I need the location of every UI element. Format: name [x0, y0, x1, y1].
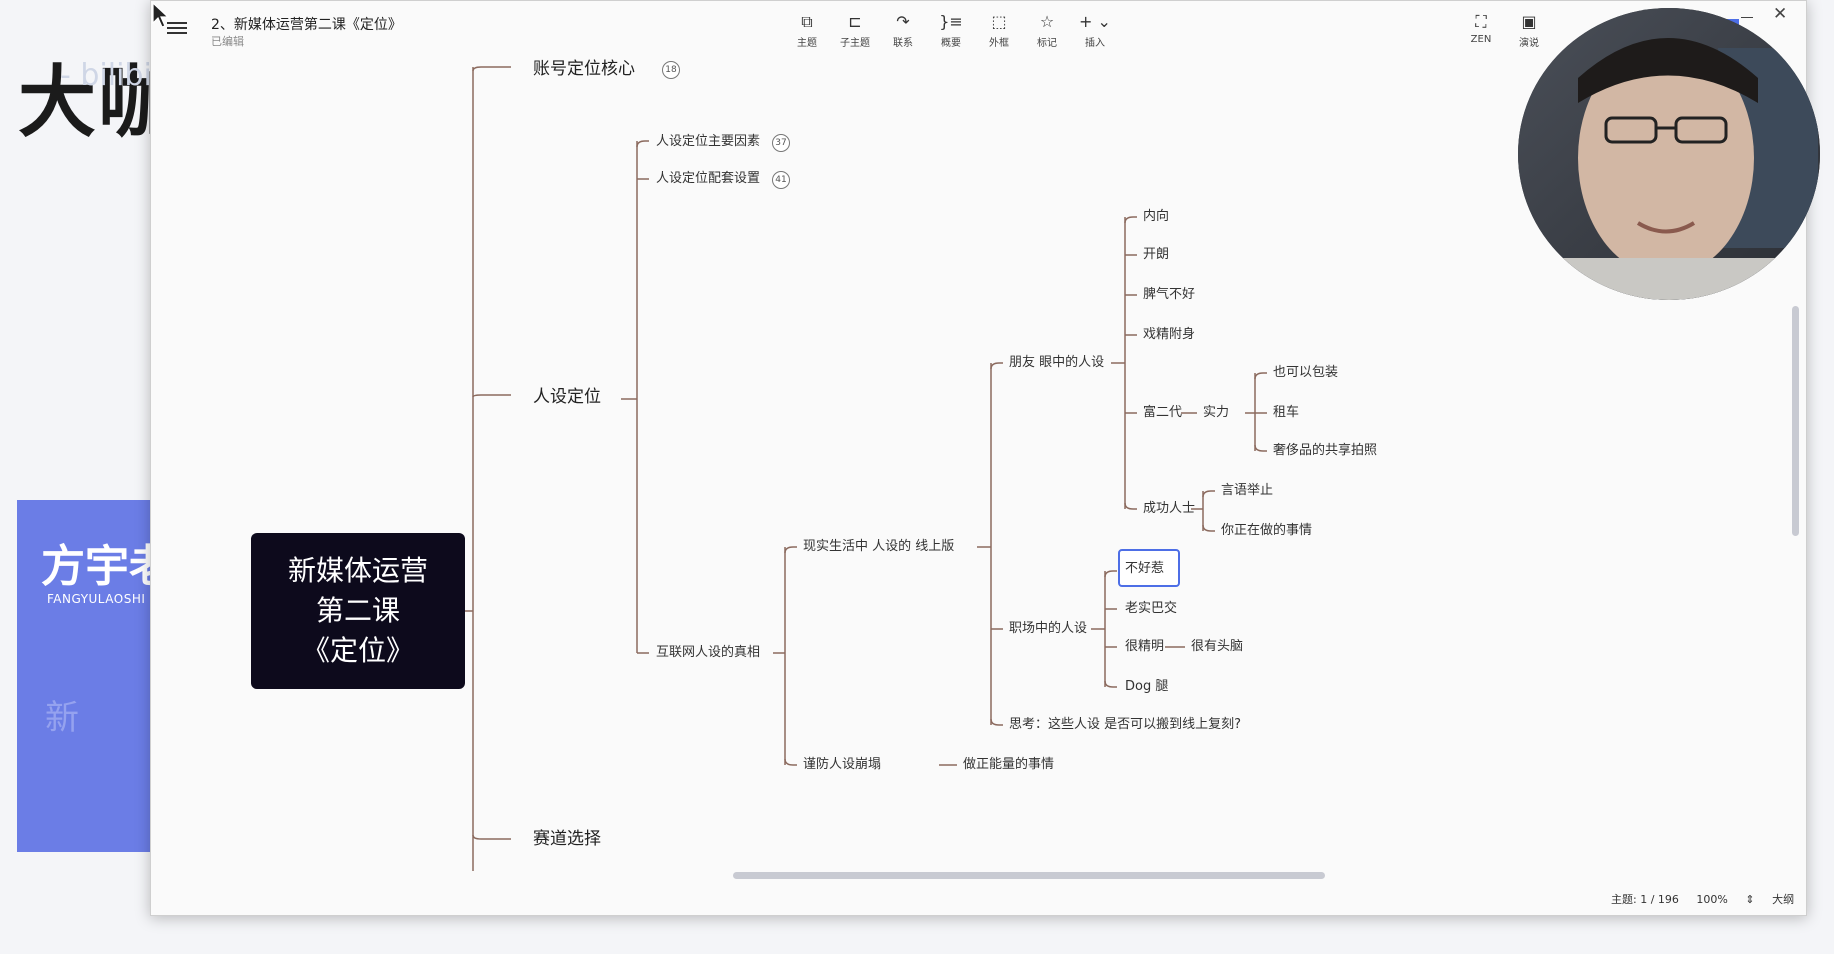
pitch-button[interactable]: ▣ 演说 — [1505, 11, 1553, 49]
zoom-level[interactable]: 100% — [1696, 893, 1728, 906]
star-icon: ☆ — [1039, 12, 1055, 31]
topic-drama[interactable]: 戏精附身 — [1143, 327, 1196, 342]
outline-button[interactable]: 大纲 — [1772, 893, 1795, 906]
topic-smart[interactable]: 很精明 — [1125, 639, 1165, 654]
vertical-scrollbar[interactable] — [1792, 306, 1799, 536]
topic-rent-car[interactable]: 租车 — [1273, 405, 1300, 420]
marker-button-label: 标记 — [1037, 38, 1057, 49]
boundary-button[interactable]: ⬚ 外框 — [975, 11, 1023, 49]
document-status: 已编辑 — [211, 35, 244, 48]
topic-count: 主题: 1 / 196 — [1611, 893, 1679, 906]
subtopic-button[interactable]: ⊏ 子主题 — [831, 11, 879, 49]
summary-button-label: 概要 — [941, 38, 961, 49]
background-card: 方宇老 FANGYULAOSHI 新 — [17, 500, 173, 852]
topic-icon: ⧉ — [801, 12, 813, 31]
pitch-button-label: 演说 — [1519, 38, 1539, 49]
topic-button-label: 主题 — [797, 38, 817, 49]
topic-honest[interactable]: 老实巴交 — [1125, 601, 1178, 616]
hamburger-menu-icon[interactable] — [167, 19, 187, 37]
topic-can-package[interactable]: 也可以包装 — [1273, 365, 1339, 380]
topic-workplace[interactable]: 职场中的人设 — [1009, 621, 1088, 636]
topic-luxury-share[interactable]: 奢侈品的共享拍照 — [1273, 443, 1378, 458]
root-topic-line1: 新媒体运营 — [287, 554, 428, 587]
topic-cheerful[interactable]: 开朗 — [1143, 247, 1170, 262]
topic-positive[interactable]: 做正能量的事情 — [963, 757, 1055, 772]
root-topic-line2: 第二课 — [315, 594, 400, 627]
topic-button[interactable]: ⧉ 主题 — [783, 11, 831, 49]
collapsed-count-badge[interactable]: 37 — [772, 134, 790, 152]
collapsed-count-badge[interactable]: 18 — [662, 61, 680, 79]
insert-button[interactable]: + ⌄ 插入 — [1071, 11, 1119, 49]
insert-button-label: 插入 — [1085, 38, 1105, 49]
topic-introvert[interactable]: 内向 — [1143, 209, 1170, 224]
subtopic-icon: ⊏ — [848, 12, 862, 31]
plus-icon: + ⌄ — [1079, 12, 1111, 31]
pitch-icon: ▣ — [1521, 12, 1537, 31]
root-topic-line3: 《定位》 — [301, 634, 414, 667]
topic-persona-setup[interactable]: 人设定位配套设置 — [656, 171, 761, 186]
topic-bad-temper[interactable]: 脾气不好 — [1143, 287, 1196, 302]
status-bar: 主题: 1 / 196 100% ⇕ 大纲 — [1611, 891, 1808, 907]
background-card-subtitle: FANGYULAOSHI — [47, 592, 146, 606]
topic-strength[interactable]: 实力 — [1203, 405, 1230, 420]
topic-rich-second-gen[interactable]: 富二代 — [1143, 405, 1183, 420]
topic-track[interactable]: 赛道选择 — [533, 829, 601, 849]
topic-what-doing[interactable]: 你正在做的事情 — [1221, 523, 1313, 538]
root-topic[interactable]: 新媒体运营 第二课 《定位》 — [251, 533, 465, 689]
zen-button-label: ZEN — [1470, 34, 1492, 45]
topic-internet-truth[interactable]: 互联网人设的真相 — [656, 645, 761, 660]
topic-account-core[interactable]: 账号定位核心 — [533, 59, 635, 79]
window-close-icon[interactable]: ✕ — [1773, 4, 1788, 24]
presenter-face-image — [1518, 8, 1820, 300]
topic-dog-leg[interactable]: Dog 腿 — [1125, 679, 1169, 694]
mouse-cursor-icon — [152, 1, 170, 28]
mindmap-connectors — [465, 66, 1267, 871]
background-card-faint: 新 — [45, 698, 79, 738]
subtopic-button-label: 子主题 — [840, 38, 870, 49]
relationship-icon: ↷ — [896, 12, 910, 31]
zoom-stepper-icon[interactable]: ⇕ — [1745, 893, 1755, 906]
zen-button[interactable]: ⛶ ZEN — [1457, 11, 1505, 45]
selected-topic-box[interactable] — [1118, 549, 1180, 587]
topic-speech[interactable]: 言语举止 — [1221, 483, 1274, 498]
topic-reality-online[interactable]: 现实生活中 人设的 线上版 — [803, 539, 955, 554]
relationship-button-label: 联系 — [893, 38, 913, 49]
zen-icon: ⛶ — [1475, 12, 1487, 31]
summary-icon: }≡ — [939, 12, 963, 31]
topic-successful[interactable]: 成功人士 — [1143, 501, 1196, 516]
horizontal-scrollbar[interactable] — [733, 872, 1325, 879]
topic-friends-view[interactable]: 朋友 眼中的人设 — [1009, 355, 1105, 370]
collapsed-count-badge[interactable]: 41 — [772, 171, 790, 189]
topic-persona-factors[interactable]: 人设定位主要因素 — [656, 134, 761, 149]
background-big-text: 大咖 — [18, 58, 179, 148]
boundary-icon: ⬚ — [991, 12, 1007, 31]
topic-not-good[interactable]: 不好惹 — [1125, 561, 1165, 576]
marker-button[interactable]: ☆ 标记 — [1023, 11, 1071, 49]
topic-persona[interactable]: 人设定位 — [533, 387, 601, 407]
mindmap-canvas[interactable]: 新媒体运营 第二课 《定位》 账号定位核心 18 人设定位 人设定位主要因素 3… — [151, 1, 1806, 915]
topic-think[interactable]: 思考：这些人设 是否可以搬到线上复刻? — [1009, 717, 1242, 732]
window-minimize-button[interactable] — [1741, 5, 1753, 18]
webcam-video — [1518, 8, 1820, 300]
boundary-button-label: 外框 — [989, 38, 1009, 49]
relationship-button[interactable]: ↷ 联系 — [879, 11, 927, 49]
topic-clever[interactable]: 很有头脑 — [1191, 639, 1244, 654]
summary-button[interactable]: }≡ 概要 — [927, 11, 975, 49]
topic-beware[interactable]: 谨防人设崩塌 — [803, 757, 882, 772]
document-title: 2、新媒体运营第二课《定位》 — [211, 17, 402, 33]
